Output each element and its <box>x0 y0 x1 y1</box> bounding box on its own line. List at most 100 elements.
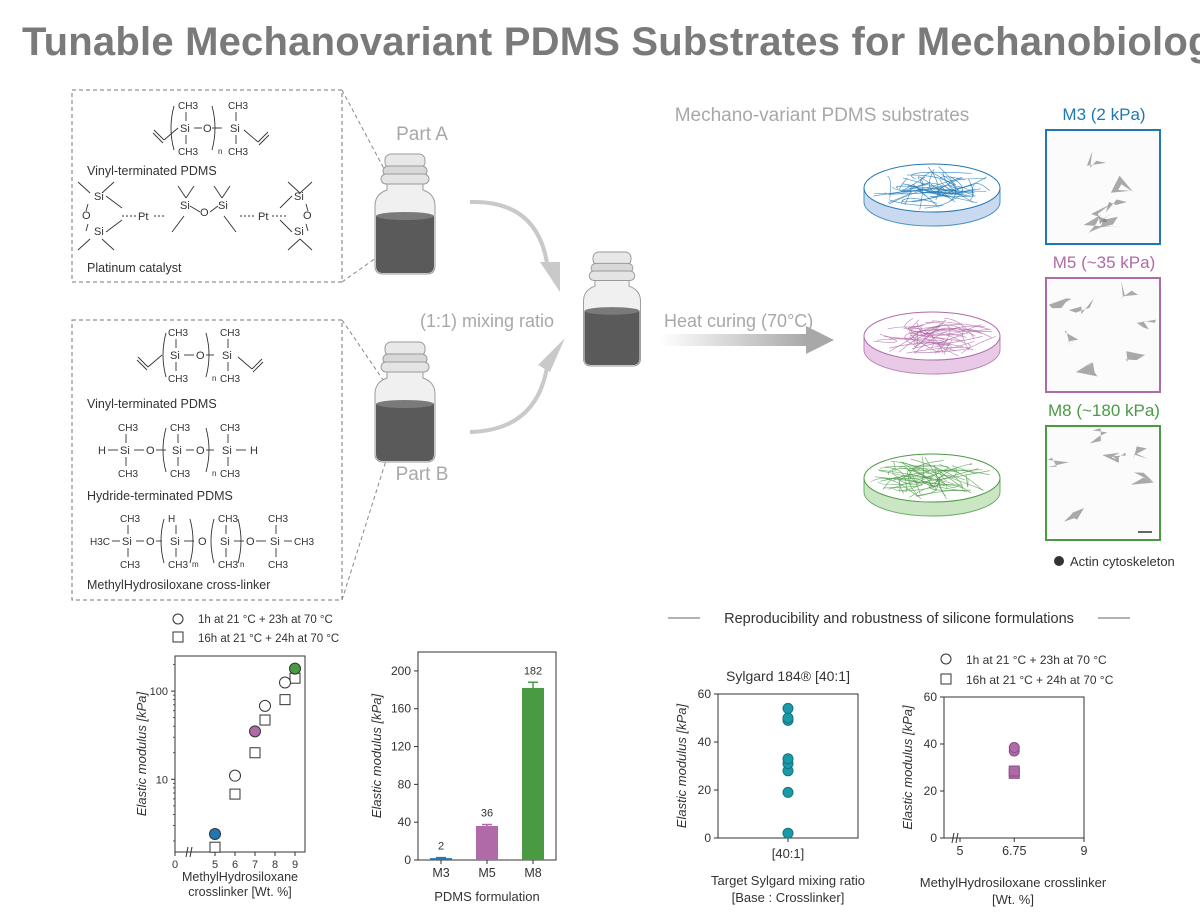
chem-atom: Si <box>294 191 304 203</box>
substrate-label: M3 (2 kPa) <box>1062 105 1145 124</box>
chem-atom: n <box>240 560 244 569</box>
fiber <box>900 197 938 204</box>
chem-atom: CH3 <box>178 101 198 112</box>
data-point <box>782 827 794 839</box>
chem-bond <box>147 354 163 368</box>
vial-liquid-surface <box>376 212 434 220</box>
vial-liquid <box>376 216 434 273</box>
chem-atom: O <box>196 350 205 362</box>
actin-cell <box>1046 457 1069 468</box>
chem-atom: Si <box>122 536 132 548</box>
chem-atom: H3C <box>90 537 110 548</box>
chart4-ylabel: Elastic modulus [kPa] <box>900 705 915 830</box>
fiber <box>884 467 939 480</box>
caption-platinum-catalyst: Platinum catalyst <box>87 261 182 275</box>
chem-atom: CH3 <box>220 423 240 434</box>
caption-hydride-pdms: Hydride-terminated PDMS <box>87 489 233 503</box>
axis-break <box>951 832 955 844</box>
fiber <box>899 465 921 494</box>
chem-bracket <box>189 518 194 564</box>
fiber <box>904 328 957 346</box>
chem-atom: Si <box>94 226 104 238</box>
chem-bond <box>137 356 149 368</box>
chem-atom: O <box>196 445 205 457</box>
y-tick-label: 80 <box>398 777 412 791</box>
data-point <box>782 786 794 798</box>
data-point <box>782 712 794 724</box>
y-tick-label: 10 <box>156 774 168 786</box>
fiber <box>930 183 974 203</box>
chem-atom: Si <box>180 123 190 135</box>
fiber <box>901 467 932 488</box>
data-point-circle <box>209 827 221 840</box>
chem-bond <box>213 185 223 199</box>
fiber <box>898 328 982 353</box>
data-point-square <box>279 694 291 706</box>
figure-title: Tunable Mechanovariant PDMS Substrates f… <box>22 20 1200 64</box>
arrow-head <box>538 338 565 372</box>
chem-bond <box>85 203 89 212</box>
legend-square-marker <box>940 673 952 685</box>
fiber <box>870 478 918 497</box>
actin-cell <box>1110 175 1134 193</box>
chem-atom: O <box>146 536 155 548</box>
vial-part-b <box>374 341 436 463</box>
chart2-xlabel: PDMS formulation <box>434 889 539 904</box>
chem-atom: O <box>203 123 212 135</box>
microscopy-panel <box>1045 425 1161 541</box>
chem-atom: CH3 <box>170 423 190 434</box>
fiber <box>882 476 901 493</box>
substrate-disc-m3 <box>863 163 1001 227</box>
chem-atom: Si <box>170 536 180 548</box>
chart3-xlabel: [Base : Crosslinker] <box>732 890 845 905</box>
actin-cell <box>1048 298 1072 309</box>
chem-atom: CH3 <box>218 514 238 525</box>
chem-bond <box>153 129 165 141</box>
chem-atom: Si <box>172 445 182 457</box>
chem-bond <box>101 181 115 194</box>
chem-bond <box>287 181 301 194</box>
axis-break <box>189 846 193 858</box>
substrate-label: M5 (~35 kPa) <box>1053 253 1156 272</box>
chem-atom: Si <box>94 191 104 203</box>
part-b-chem-box <box>71 319 343 601</box>
fiber <box>892 478 932 491</box>
chem-atom: CH3 <box>218 560 238 571</box>
chem-atom: CH3 <box>268 560 288 571</box>
chem-atom: n <box>212 469 216 478</box>
substrate-label: M8 (~180 kPa) <box>1048 401 1160 420</box>
fiber <box>878 469 948 490</box>
caption-vinyl-pdms-b: Vinyl-terminated PDMS <box>87 397 217 411</box>
chem-bond <box>105 195 123 209</box>
caption-vinyl-pdms-a: Vinyl-terminated PDMS <box>87 164 217 178</box>
bar-value-label: 36 <box>481 808 493 820</box>
chem-atom: Si <box>270 536 280 548</box>
chem-bond <box>305 203 309 212</box>
data-point-circle <box>249 725 261 738</box>
axis-break <box>185 846 189 858</box>
fiber <box>906 347 964 354</box>
actin-cell <box>1091 204 1111 223</box>
chem-bond <box>243 129 259 143</box>
chart2-ylabel: Elastic modulus [kPa] <box>369 693 384 818</box>
part-a-chem-box <box>71 89 343 283</box>
y-tick-label: 0 <box>404 853 411 867</box>
chem-bond <box>177 185 187 199</box>
chem-atom: O <box>303 210 312 222</box>
fiber <box>898 456 924 486</box>
y-tick-label: 60 <box>924 690 938 704</box>
chem-atom: Pt <box>138 211 148 223</box>
chem-bond <box>189 205 201 213</box>
chem-atom: CH3 <box>220 374 240 385</box>
heat-curing-arrow-head <box>806 326 834 354</box>
data-point-square <box>1008 765 1020 777</box>
fiber <box>900 182 931 193</box>
fiber <box>919 171 932 186</box>
chem-atom: Si <box>222 350 232 362</box>
chem-atom: CH3 <box>168 374 188 385</box>
chem-atom: H <box>168 514 175 525</box>
fiber <box>891 186 944 191</box>
connector-line <box>341 319 391 391</box>
chart3-ylabel: Elastic modulus [kPa] <box>674 703 689 828</box>
